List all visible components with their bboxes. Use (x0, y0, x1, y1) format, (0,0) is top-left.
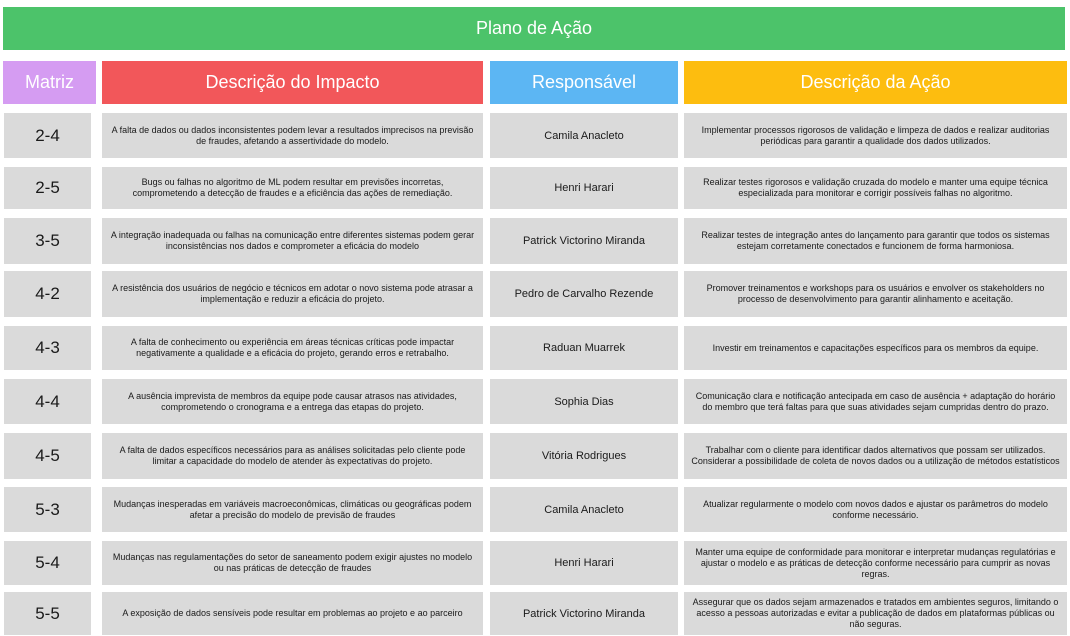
matrix-cell: 5-5 (4, 592, 91, 635)
impact-description-cell: A falta de dados ou dados inconsistentes… (102, 113, 483, 158)
responsible-cell: Henri Harari (490, 167, 678, 209)
impact-description-cell: Bugs ou falhas no algoritmo de ML podem … (102, 167, 483, 209)
impact-description-cell: A resistência dos usuários de negócio e … (102, 271, 483, 317)
responsible-cell: Henri Harari (490, 541, 678, 585)
action-description-cell: Realizar testes de integração antes do l… (684, 218, 1067, 264)
header-impacto: Descrição do Impacto (102, 61, 483, 104)
impact-description-cell: A integração inadequada ou falhas na com… (102, 218, 483, 264)
action-description-cell: Atualizar regularmente o modelo com novo… (684, 487, 1067, 532)
matrix-cell: 5-4 (4, 541, 91, 585)
impact-description-cell: Mudanças nas regulamentações do setor de… (102, 541, 483, 585)
impact-description-cell: Mudanças inesperadas em variáveis macroe… (102, 487, 483, 532)
matrix-cell: 3-5 (4, 218, 91, 264)
action-description-cell: Implementar processos rigorosos de valid… (684, 113, 1067, 158)
header-matriz: Matriz (3, 61, 96, 104)
impact-description-cell: A falta de dados específicos necessários… (102, 433, 483, 479)
matrix-cell: 4-3 (4, 326, 91, 370)
matrix-cell: 4-2 (4, 271, 91, 317)
responsible-cell: Vitória Rodrigues (490, 433, 678, 479)
action-description-cell: Assegurar que os dados sejam armazenados… (684, 592, 1067, 635)
action-description-cell: Investir em treinamentos e capacitações … (684, 326, 1067, 370)
responsible-cell: Sophia Dias (490, 379, 678, 424)
responsible-cell: Raduan Muarrek (490, 326, 678, 370)
matrix-cell: 4-5 (4, 433, 91, 479)
impact-description-cell: A falta de conhecimento ou experiência e… (102, 326, 483, 370)
action-description-cell: Manter uma equipe de conformidade para m… (684, 541, 1067, 585)
action-description-cell: Realizar testes rigorosos e validação cr… (684, 167, 1067, 209)
matrix-cell: 5-3 (4, 487, 91, 532)
responsible-cell: Camila Anacleto (490, 487, 678, 532)
matrix-cell: 2-5 (4, 167, 91, 209)
action-description-cell: Comunicação clara e notificação antecipa… (684, 379, 1067, 424)
matrix-cell: 2-4 (4, 113, 91, 158)
action-description-cell: Promover treinamentos e workshops para o… (684, 271, 1067, 317)
header-responsavel: Responsável (490, 61, 678, 104)
header-acao: Descrição da Ação (684, 61, 1067, 104)
matrix-cell: 4-4 (4, 379, 91, 424)
page-title: Plano de Ação (3, 7, 1065, 50)
responsible-cell: Pedro de Carvalho Rezende (490, 271, 678, 317)
impact-description-cell: A exposição de dados sensíveis pode resu… (102, 592, 483, 635)
responsible-cell: Patrick Victorino Miranda (490, 592, 678, 635)
impact-description-cell: A ausência imprevista de membros da equi… (102, 379, 483, 424)
responsible-cell: Patrick Victorino Miranda (490, 218, 678, 264)
responsible-cell: Camila Anacleto (490, 113, 678, 158)
action-description-cell: Trabalhar com o cliente para identificar… (684, 433, 1067, 479)
